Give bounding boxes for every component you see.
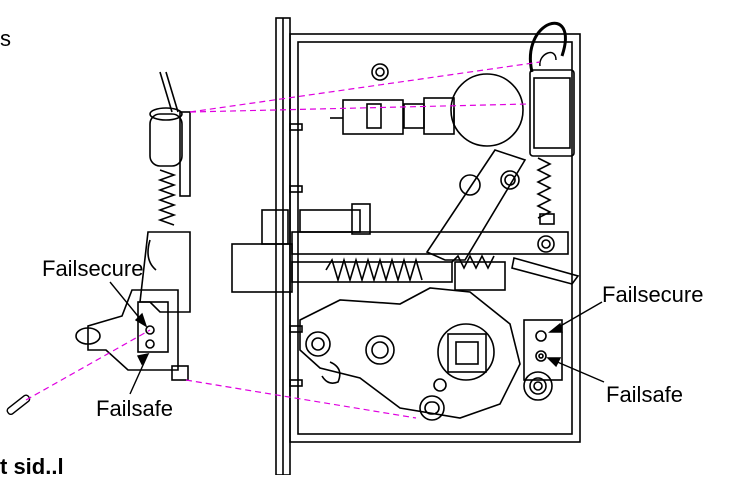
lock-body bbox=[231, 17, 581, 475]
failsecure-label-left: Failsecure bbox=[42, 256, 144, 281]
leader-lines bbox=[25, 61, 541, 419]
corner-label: s bbox=[0, 26, 11, 51]
failsafe-label-right: Failsafe bbox=[606, 382, 684, 407]
solenoid-assembly bbox=[75, 71, 191, 381]
pin bbox=[6, 394, 31, 416]
wire-lead-2 bbox=[539, 51, 557, 67]
failsecure-label-right: Failsecure bbox=[602, 282, 704, 307]
failsafe-label-left: Failsafe bbox=[96, 396, 174, 421]
wire-leads bbox=[528, 21, 567, 73]
bottom-fragment-label: t sid..l bbox=[0, 454, 64, 479]
callout-lines bbox=[109, 281, 605, 395]
